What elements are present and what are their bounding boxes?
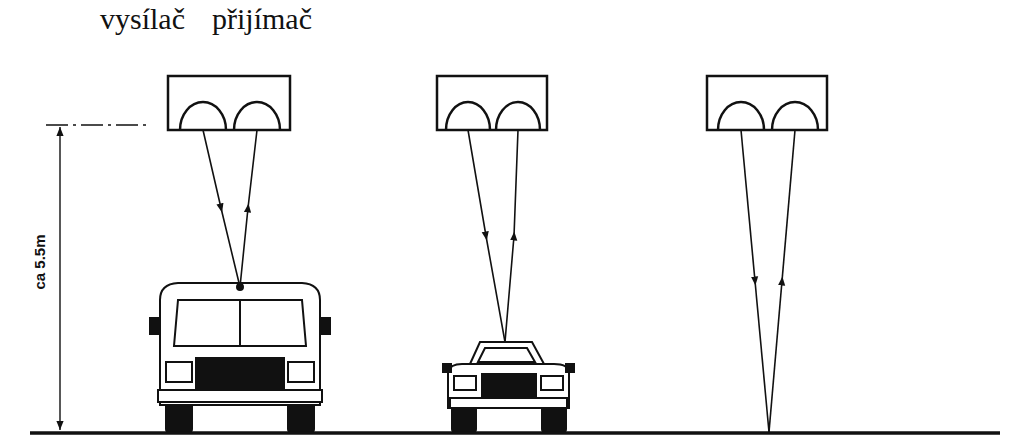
dimension-line bbox=[59, 250, 60, 430]
sensor-housing bbox=[168, 76, 290, 130]
reflected-beam bbox=[769, 130, 795, 432]
dimension-reference bbox=[46, 124, 150, 125]
sensor-units bbox=[168, 76, 827, 130]
sensor-housing bbox=[707, 76, 827, 130]
reflected-beam bbox=[505, 130, 518, 342]
road-surface bbox=[30, 431, 1000, 435]
transceiver-lenses bbox=[180, 102, 280, 130]
transceiver-lenses bbox=[718, 102, 818, 130]
reflected-beam bbox=[240, 130, 257, 287]
emitted-beam bbox=[203, 130, 240, 287]
emitted-beam bbox=[468, 130, 505, 342]
van bbox=[150, 283, 330, 432]
car bbox=[443, 342, 574, 432]
sensor-housing bbox=[437, 76, 547, 130]
dimension-label: ca 5.5m bbox=[32, 232, 49, 291]
transceiver-lenses bbox=[446, 102, 540, 130]
emitted-beam bbox=[741, 130, 769, 432]
dimension-line bbox=[59, 127, 60, 250]
receiver-label: přijímač bbox=[212, 2, 312, 35]
dimension bbox=[46, 125, 150, 430]
transmitter-label: vysílač bbox=[100, 2, 185, 35]
